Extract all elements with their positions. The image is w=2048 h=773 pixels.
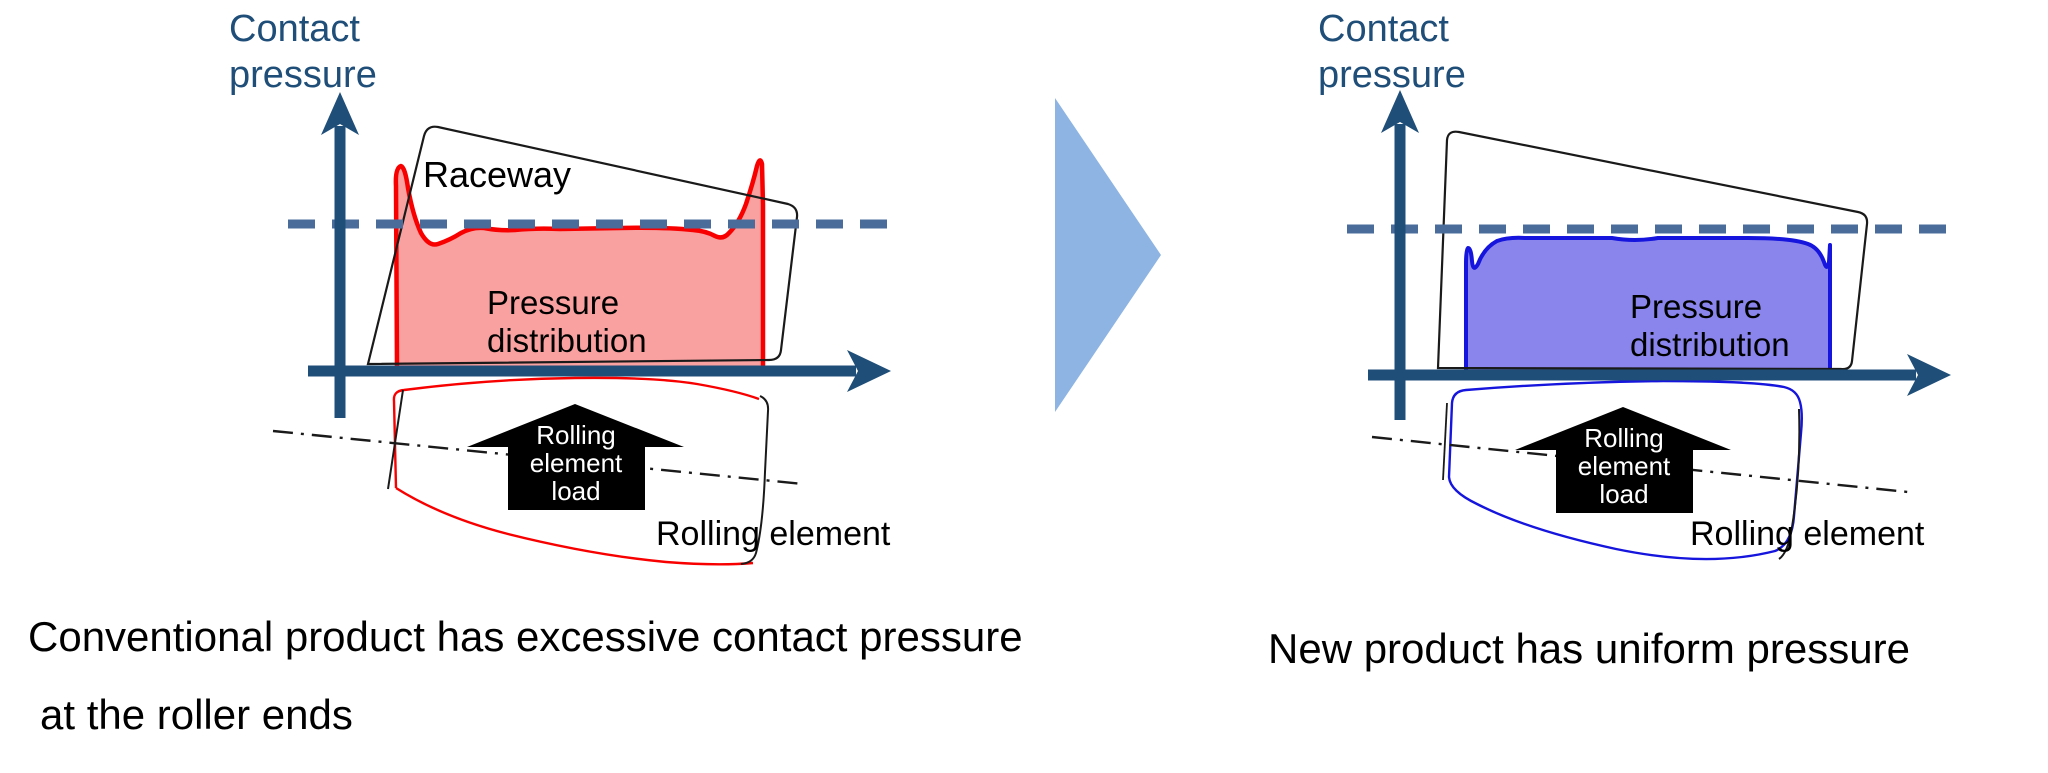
left-centerline [272, 429, 804, 486]
left-y-axis-label: Contact pressure [229, 8, 377, 96]
right-pressure-distribution-curve [1464, 235, 1832, 377]
right-rolling-element-label: Rolling element [1690, 515, 1925, 553]
left-pressure-distribution-curve [393, 158, 766, 373]
left-pressure-distribution-label: Pressure distribution [487, 284, 647, 359]
left-rolling-element-edge-left [387, 389, 404, 490]
right-load-arrow-label: Rolling element load [1577, 423, 1671, 509]
right-raceway-outline [1436, 130, 1869, 371]
right-rolling-element-outline [1447, 379, 1803, 561]
left-rolling-element-label: Rolling element [656, 515, 891, 553]
left-load-arrow [467, 404, 684, 510]
right-y-axis-arrowhead-icon [1381, 90, 1419, 133]
left-x-axis-arrowhead-icon [847, 350, 891, 392]
transition-arrow-icon [1055, 98, 1161, 412]
left-raceway-outline [366, 125, 799, 366]
right-rolling-element-edge-left [1442, 402, 1448, 481]
right-rolling-element-edge-right [1778, 408, 1801, 560]
right-x-axis-arrowhead-icon [1907, 354, 1951, 396]
right-y-axis-label: Contact pressure [1318, 8, 1466, 96]
right-load-arrow [1515, 407, 1731, 513]
left-caption-line2: at the roller ends [40, 691, 353, 738]
right-diagram [1347, 90, 1962, 561]
left-rolling-element-edge-right [740, 395, 770, 565]
left-raceway-label: Raceway [423, 154, 572, 195]
left-rolling-element-outline-bottom [395, 486, 754, 566]
right-centerline [1371, 435, 1909, 494]
left-rolling-element-outline-top [392, 376, 760, 489]
left-caption-line1: Conventional product has excessive conta… [28, 613, 1023, 660]
left-diagram [272, 92, 898, 566]
left-y-axis-arrowhead-icon [321, 92, 359, 135]
right-caption: New product has uniform pressure [1268, 625, 1910, 672]
right-pressure-distribution-label: Pressure distribution [1630, 288, 1790, 363]
left-load-arrow-label: Rolling element load [529, 420, 623, 506]
